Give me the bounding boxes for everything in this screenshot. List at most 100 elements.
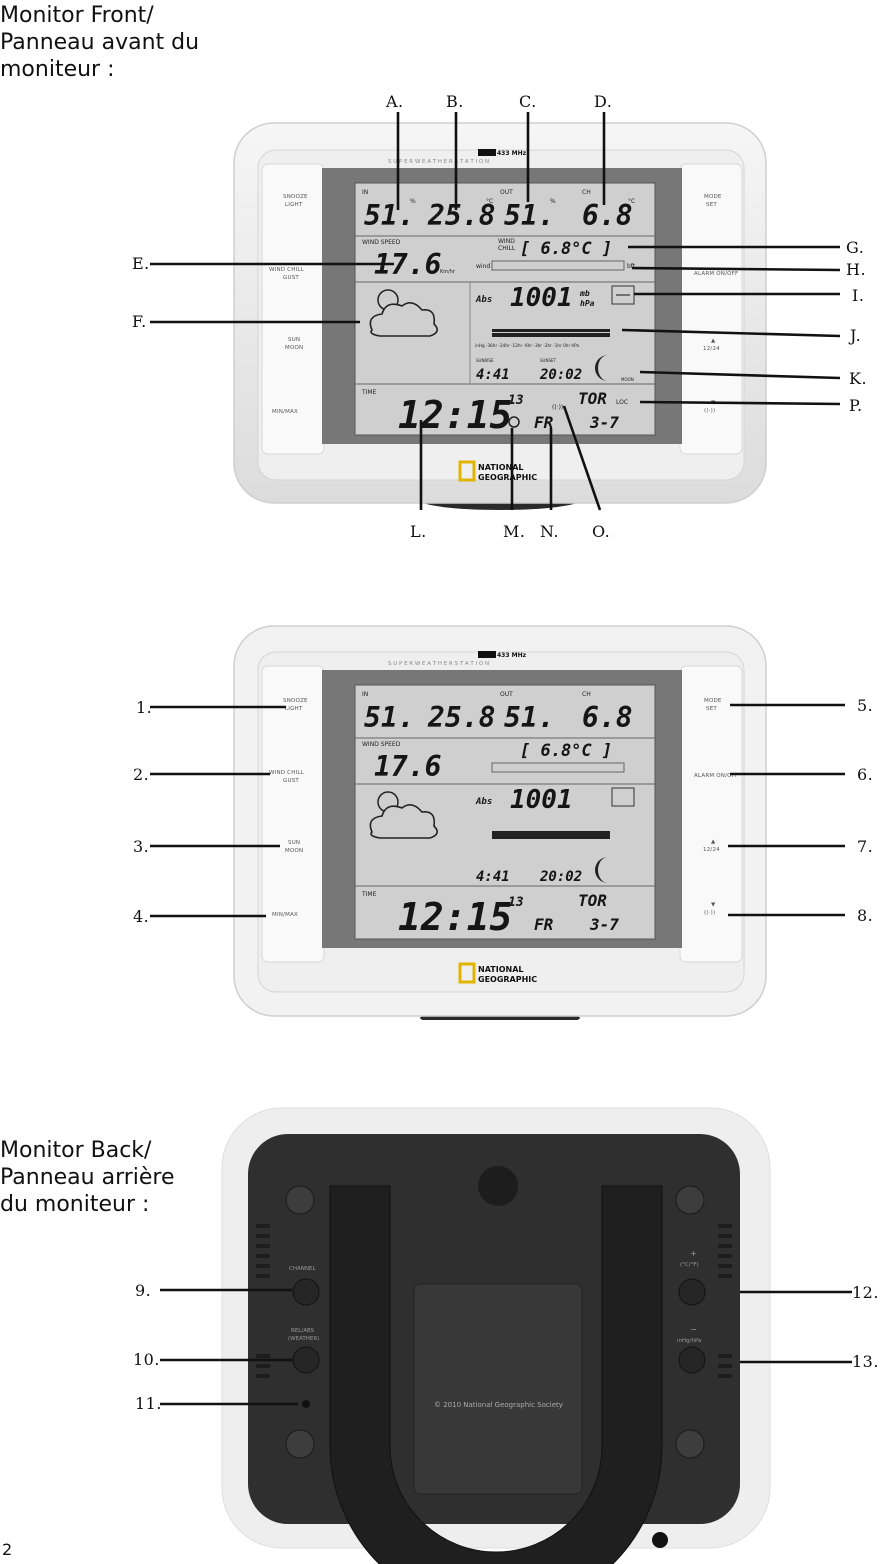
front-heading-line-3: moniteur :	[0, 57, 115, 82]
back-heading-line-1: Monitor Back/	[0, 1138, 152, 1163]
set-button-label[interactable]: SET	[706, 202, 717, 208]
callout-label-e: E.	[132, 254, 150, 273]
band-badge	[478, 149, 496, 156]
back-diagram: © 2010 National Geographic Society CHANN…	[160, 1107, 852, 1564]
left-buttons[interactable]: SNOOZE LIGHT WIND CHILL GUST SUN MOON MI…	[269, 698, 308, 918]
pressure-value: 1001	[510, 785, 573, 815]
sunrise-time: 4:41	[476, 869, 510, 885]
snooze-button-label[interactable]: SNOOZE	[283, 194, 308, 200]
plus-button[interactable]	[678, 1278, 706, 1306]
channel-button-label: CHANNEL	[289, 1266, 316, 1272]
up-button-label[interactable]: ▲	[711, 338, 716, 344]
back-label-12: 12.	[852, 1283, 879, 1302]
wind-bar	[491, 762, 625, 773]
sun-button-label[interactable]: SUN	[288, 840, 300, 846]
rcc-button-label[interactable]: ((·))	[704, 910, 715, 916]
abs-label: Abs	[475, 295, 492, 305]
button-label-3: 3.	[133, 837, 150, 856]
weekday: FR	[534, 915, 554, 934]
sunrise-label: SUNRISE	[476, 358, 494, 363]
temp-unit-button-label: (°C/°F)	[680, 1262, 699, 1268]
wind-bar-label: wind	[476, 263, 490, 270]
sunset-label: SUNSET	[540, 358, 557, 363]
band-label: 433 MHz	[497, 150, 527, 157]
wind-speed-value: 17.6	[374, 750, 441, 783]
percent-unit: %	[550, 198, 556, 205]
vent-slots	[256, 1224, 732, 1378]
snooze-button-label[interactable]: SNOOZE	[283, 698, 308, 704]
band-label: 433 MHz	[497, 652, 527, 659]
up-button-label[interactable]: ▲	[711, 839, 716, 845]
brand-line-1: NATIONAL	[478, 463, 523, 472]
alarm-button-label[interactable]: ALARM ON/OFF	[694, 271, 738, 277]
callout-label-j: J.	[850, 326, 862, 345]
minmax-button-label[interactable]: MIN/MAX	[272, 912, 298, 918]
button-label-8: 8.	[857, 906, 874, 925]
right-buttons[interactable]: MODE SET ALARM ON/OFF ▲ 12/24 ▼ ((·))	[694, 698, 738, 916]
back-label-11: 11.	[135, 1394, 162, 1413]
front-diagram-buttons: SNOOZE LIGHT WIND CHILL GUST SUN MOON MI…	[150, 625, 845, 1020]
sensor-plug	[652, 1532, 668, 1548]
back-heading: Monitor Back/ Panneau arrière du moniteu…	[0, 1137, 175, 1218]
callout-label-n: N.	[540, 522, 560, 541]
rel-abs-button[interactable]	[292, 1346, 320, 1374]
reset-hole[interactable]	[302, 1400, 310, 1408]
pressure-unit-button-label: inHg/hPa	[677, 1338, 701, 1344]
minmax-button-label[interactable]: MIN/MAX	[272, 409, 298, 415]
1224-button-label[interactable]: 12/24	[703, 847, 720, 853]
out-label: OUT	[500, 189, 513, 196]
mode-button-label[interactable]: MODE	[704, 194, 722, 200]
callout-label-i: I.	[852, 286, 865, 305]
light-button-label[interactable]: LIGHT	[285, 706, 303, 712]
button-label-6: 6.	[857, 765, 874, 784]
date: 3-7	[589, 413, 619, 432]
gust-button-label[interactable]: GUST	[283, 275, 299, 281]
moon-button-label[interactable]: MOON	[285, 345, 303, 351]
channel-button[interactable]	[292, 1278, 320, 1306]
loc-label: LOC	[616, 399, 628, 406]
alarm-button-label[interactable]: ALARM ON/OFF	[694, 773, 738, 779]
moon-phase-icon	[595, 857, 608, 883]
battery-cover[interactable]	[413, 1283, 583, 1495]
device-title: S U P E R W E A T H E R S T A T I O N	[388, 159, 489, 165]
wind-chill-value: [ 6.8°C ]	[520, 741, 612, 761]
front-heading-line-1: Monitor Front/	[0, 3, 154, 28]
callout-arrows	[150, 112, 841, 511]
set-button-label[interactable]: SET	[706, 706, 717, 712]
wind-chill-label: WIND	[498, 238, 515, 245]
brand-line-1: NATIONAL	[478, 965, 523, 974]
moon-button-label[interactable]: MOON	[285, 848, 303, 854]
sun-button-label[interactable]: SUN	[288, 337, 300, 343]
down-button-label[interactable]: ▼	[711, 902, 716, 908]
page-number: 2	[2, 1540, 13, 1559]
wind-speed-label: WIND SPEED	[362, 239, 401, 246]
national-geographic-logo	[458, 460, 476, 482]
wind-chill-value: [ 6.8°C ]	[520, 239, 612, 259]
temp-unit: °C	[486, 198, 493, 205]
clock-time: 12:15	[398, 895, 512, 939]
windchill-button-label[interactable]: WIND CHILL	[269, 770, 305, 776]
ch-label: CH	[582, 691, 591, 698]
1224-button-label[interactable]: 12/24	[703, 346, 720, 352]
pressure-unit-hpa: hPa	[580, 299, 595, 308]
brand-line-2: GEOGRAPHIC	[478, 473, 537, 482]
band-badge	[478, 651, 496, 658]
callout-label-g: G.	[846, 238, 865, 257]
left-buttons[interactable]: SNOOZE LIGHT WIND CHILL GUST SUN MOON MI…	[269, 194, 308, 415]
mode-button-label[interactable]: MODE	[704, 698, 722, 704]
national-geographic-logo	[458, 962, 476, 984]
radio-signal-icon: ((·))	[552, 404, 563, 411]
abs-label: Abs	[475, 797, 492, 807]
wind-bar	[491, 260, 625, 271]
history-axis: inHg -36hr -24hr -12hr -6hr -3hr -2hr -1…	[475, 343, 579, 348]
pressure-unit-mb: mb	[579, 289, 590, 298]
moon-label: MOON	[621, 377, 634, 382]
back-buttons[interactable]: CHANNEL REL/ABS (WEATHER) + (°C/°F) − in…	[288, 1249, 706, 1408]
gust-button-label[interactable]: GUST	[283, 778, 299, 784]
rcc-button-label[interactable]: ((·))	[704, 408, 715, 414]
button-arrows	[150, 703, 845, 918]
minus-button[interactable]	[678, 1346, 706, 1374]
windchill-button-label[interactable]: WIND CHILL	[269, 267, 305, 273]
light-button-label[interactable]: LIGHT	[285, 202, 303, 208]
back-heading-line-3: du moniteur :	[0, 1192, 150, 1217]
